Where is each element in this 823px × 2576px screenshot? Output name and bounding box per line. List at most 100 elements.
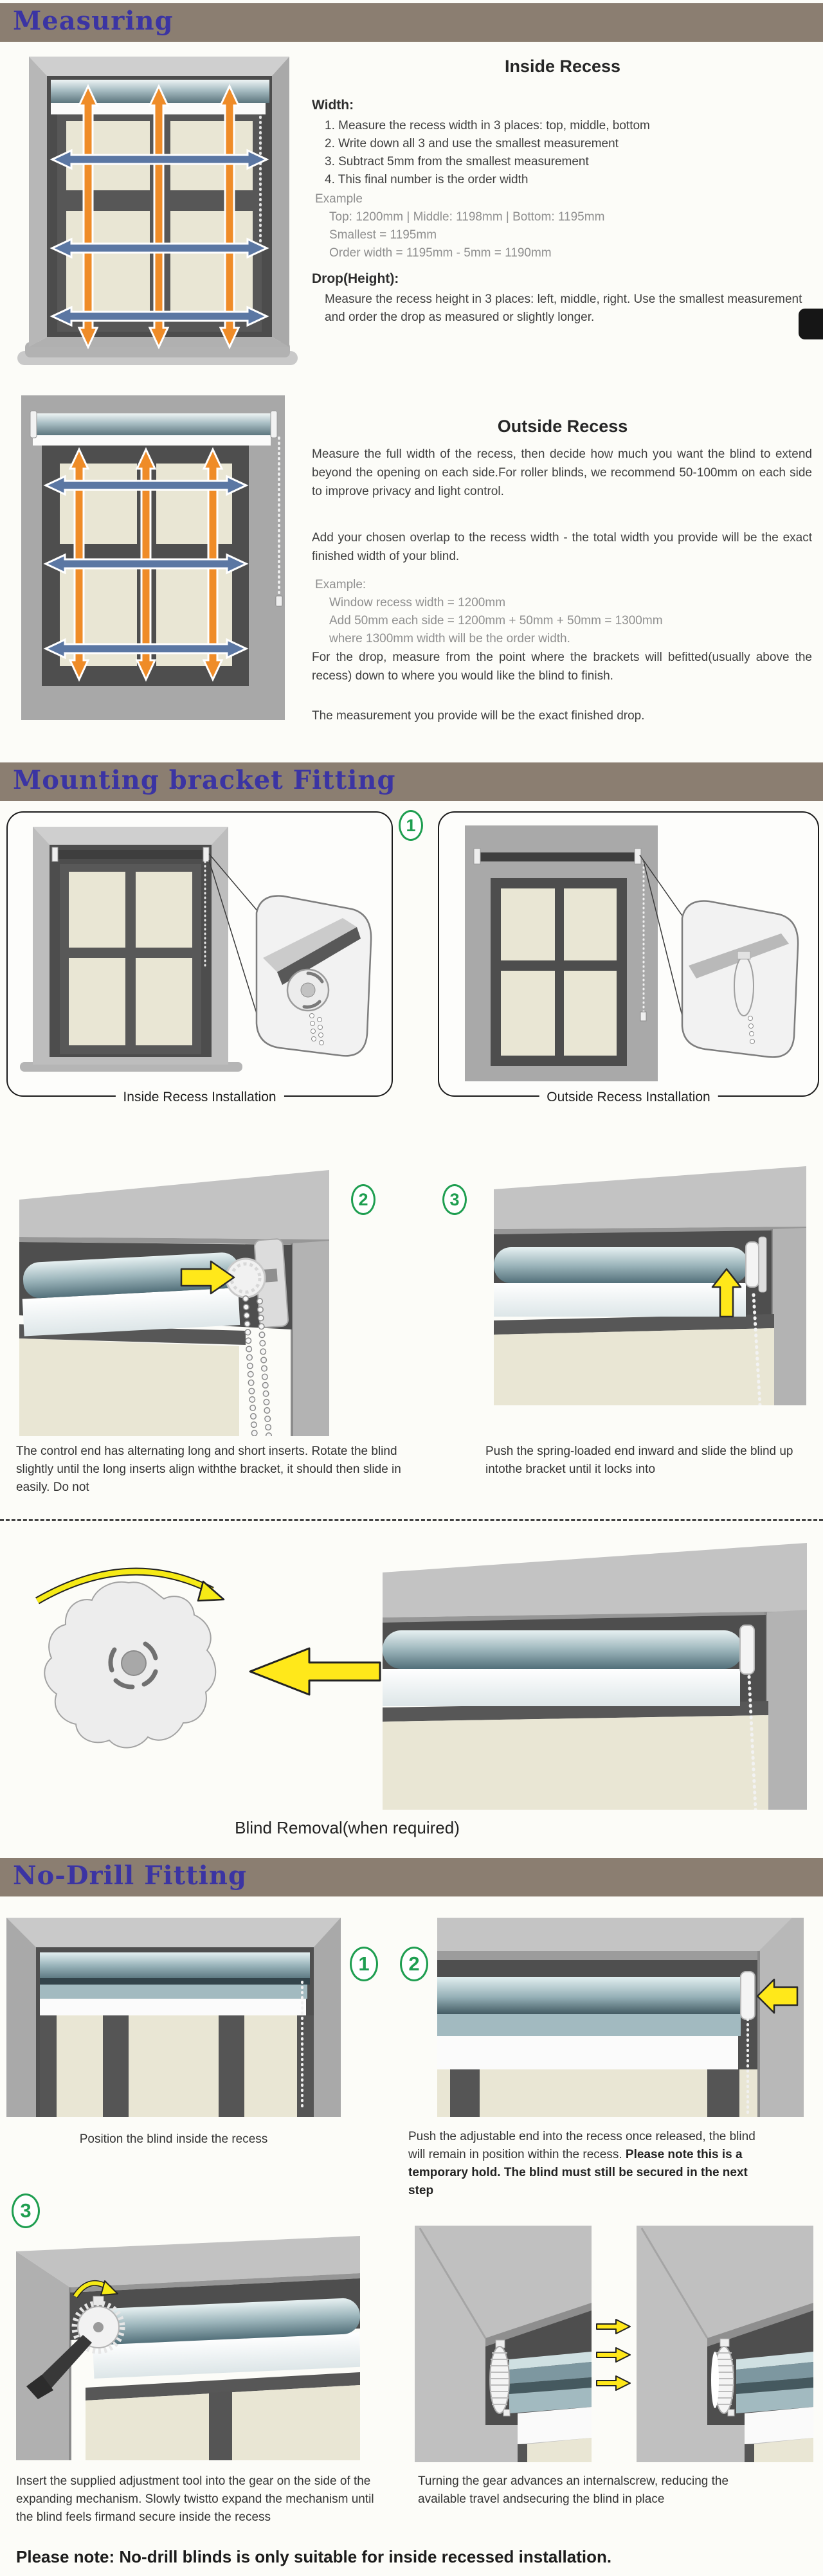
inside-measure-diagram [16,57,299,372]
nodrill-header-title: No-Drill Fitting [13,1860,247,1891]
bracket-icon [473,848,481,865]
removal-tool-diagram [19,1544,238,1763]
gear-teeth-icon [490,2352,509,2405]
advance-arrow-1 [595,2318,631,2335]
outside-measure-diagram [3,395,299,720]
inside-recess-title: Inside Recess [504,57,621,76]
width-label: Width: [312,98,354,113]
width-step: 3. Subtract 5mm from the smallest measur… [325,155,589,168]
step-1-badge: 1 [399,810,423,841]
nodrill-header-bar: No-Drill Fitting [0,1858,823,1896]
step-2-badge: 2 [351,1184,375,1215]
chain-icon [243,1296,257,1436]
slide-up-arrow-icon [711,1268,742,1318]
bracket-tab-icon [719,2338,730,2347]
height-arrow-icon [77,84,240,350]
removal-photo [383,1536,807,1810]
adjustment-tool-icon [35,2335,92,2391]
rotate-arrow-icon [36,1569,213,1603]
advance-arrow-3 [595,2375,631,2391]
removal-direction [248,1646,383,1697]
width-step: 1. Measure the recess width in 3 places:… [325,119,650,132]
push-arrow-icon [180,1260,235,1295]
gear-closeup-photo-2 [637,2226,813,2462]
gear-icon [489,2346,510,2414]
bracket-header-title: Mounting bracket Fitting [13,765,396,795]
outside-para2: Add your chosen overlap to the recess wi… [312,531,812,563]
chain-beads-icon [309,1013,324,1045]
inside-example-lines: Top: 1200mm | Middle: 1198mm | Bottom: 1… [329,208,818,262]
outside-example-label: Example: [315,578,366,591]
nodrill-position-illustration [6,1918,341,2117]
measuring-header-bar: Measuring [0,3,823,42]
nodrill-step-1-badge: 1 [350,1947,378,1981]
bracket-detail-icon [734,956,754,1016]
end-cap-icon [739,1625,755,1675]
nodrill-caption-2: Push the adjustable end into the recess … [408,2128,772,2200]
inside-installation-illustration [20,827,372,1072]
control-end-photo [19,1161,329,1436]
example-line: Order width = 1195mm - 5mm = 1190mm [329,246,552,260]
nodrill-position-photo [6,1918,341,2117]
width-step: 4. This final number is the order width [325,173,529,186]
expanded-highlight [711,2352,719,2408]
advance-arrow-icon [596,2319,631,2334]
removal-caption: Blind Removal(when required) [235,1818,460,1837]
star-plate-illustration [35,1567,225,1749]
floating-side-tab[interactable] [799,309,823,339]
bracket-plate-icon [758,1236,767,1293]
spring-end-cap-icon [745,1241,759,1288]
example-line: Add 50mm each side = 1200mm + 50mm + 50m… [329,614,663,627]
chain-weight-icon [275,595,283,607]
advance-arrow-icon [596,2347,631,2363]
example-line: Top: 1200mm | Middle: 1198mm | Bottom: 1… [329,210,605,224]
advance-arrow-2 [595,2346,631,2363]
nodrill-caption-4: Turning the gear advances an internalscr… [418,2474,729,2506]
step-3-caption: Push the spring-loaded end inward and sl… [485,1445,793,1476]
outside-para3: For the drop, measure from the point whe… [312,651,812,683]
nodrill-tool-photo [16,2232,360,2460]
inside-installation-label: Inside Recess Installation [115,1090,284,1105]
push-left-arrow-icon [756,1978,799,2014]
inside-installation-box: Inside Recess Installation [6,811,393,1105]
outside-installation-label: Outside Recess Installation [539,1090,718,1105]
nodrill-caption-2-normal: Push the adjustable end into the recess … [408,2130,755,2161]
chain-icon [752,1293,762,1405]
nodrill-step-2-badge: 2 [400,1947,428,1981]
nodrill-tool-illustration [16,2236,360,2460]
step-2-caption: The control end has alternating long and… [16,1445,401,1494]
bracket-header-bar: Mounting bracket Fitting [0,762,823,801]
inside-measure-illustration [17,57,298,365]
bracket-icon [203,847,210,862]
nodrill-note: Please note: No-drill blinds is only sui… [16,2547,612,2566]
removal-illustration [383,1543,807,1810]
gear-closeup-photo-1 [415,2226,592,2462]
example-line: where 1300mm width will be the order wid… [329,632,570,645]
width-arrow-icon [43,474,249,660]
chain-icon [257,1299,271,1436]
inside-example-label: Example [315,192,363,206]
drop-text: Measure the recess height in 3 places: l… [325,293,802,324]
width-arrow-icon [50,149,269,327]
outside-para4: The measurement you provide will be the … [312,709,645,723]
advance-arrow-icon [596,2375,631,2391]
measuring-header-title: Measuring [13,6,174,36]
gear-closeup-illustration-2 [637,2226,813,2462]
drop-label: Drop(Height): [312,271,399,286]
outside-installation-box: Outside Recess Installation [438,811,819,1105]
step-3-badge: 3 [442,1184,467,1215]
nodrill-caption-2-bold: Please note this is a temporary hold. Th… [408,2148,748,2197]
dashed-divider [0,1519,823,1521]
outside-para1: Measure the full width of the recess, th… [312,447,812,498]
adjustable-end-cap-icon [740,1971,755,2020]
control-end-illustration [19,1170,329,1436]
nodrill-step-3-badge: 3 [12,2193,40,2228]
bracket-icon [51,847,59,862]
outside-installation-illustration [465,825,799,1081]
example-line: Window recess width = 1200mm [329,596,506,609]
outside-recess-title: Outside Recess [497,417,628,436]
gear-teeth-icon [71,2300,125,2354]
chain-beads-icon [748,1016,755,1044]
width-step: 2. Write down all 3 and use the smallest… [325,137,619,150]
